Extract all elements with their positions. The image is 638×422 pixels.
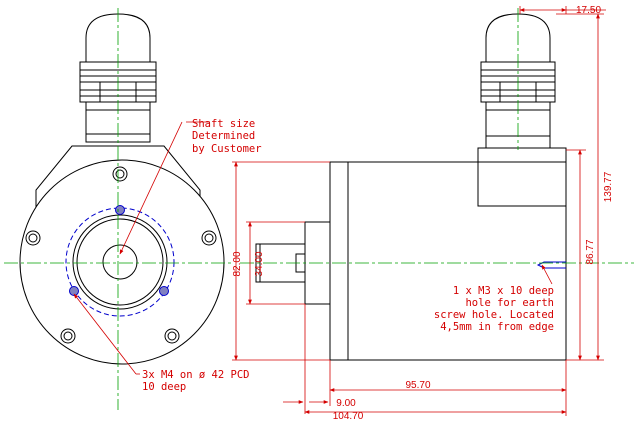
earth-note-line-2: hole for earth xyxy=(465,297,554,309)
earth-note-line-3: screw hole. Located xyxy=(434,309,554,321)
earth-note: 1 x M3 x 10 deep hole for earth screw ho… xyxy=(434,285,554,333)
shaft-note: Shaft size Determined by Customer xyxy=(192,118,262,155)
dim-104-70: 104.70 xyxy=(333,411,364,422)
shaft-note-line-2: Determined xyxy=(192,130,255,142)
front-centerlines xyxy=(4,8,234,410)
dim-95-70: 95.70 xyxy=(405,380,430,391)
earth-note-line-4: 4,5mm in from edge xyxy=(440,321,554,333)
front-hub-inner xyxy=(76,218,164,306)
dimension-lines xyxy=(73,6,606,416)
earth-note-line-1: 1 x M3 x 10 deep xyxy=(453,285,554,297)
m4-holes xyxy=(69,205,169,296)
dim-82-00: 82.00 xyxy=(232,251,243,276)
front-view xyxy=(19,13,225,365)
dim-9-00: 9.00 xyxy=(336,398,356,409)
dim-86-77: 86.77 xyxy=(585,239,596,264)
hole-note-line-2: 10 deep xyxy=(142,381,186,393)
earth-screw-hole xyxy=(536,261,566,269)
hole-note: 3x M4 on ø 42 PCD 10 deep xyxy=(142,369,249,393)
pcd-hidden-circle xyxy=(65,207,175,317)
dim-139-77: 139.77 xyxy=(603,171,614,202)
dim-17-50: 17.50 xyxy=(576,5,601,16)
hole-note-line-1: 3x M4 on ø 42 PCD xyxy=(142,369,249,381)
dim-34-00: 34.00 xyxy=(254,251,265,276)
side-centerline xyxy=(240,8,634,264)
shaft-note-line-3: by Customer xyxy=(192,143,262,155)
dimension-texts: 17.50 139.77 86.77 82.00 34.00 95.70 9.0… xyxy=(232,5,614,422)
mounting-holes xyxy=(25,166,217,344)
side-flange xyxy=(329,161,349,361)
front-shaft-boss xyxy=(102,244,138,280)
front-housing-circle xyxy=(19,159,225,365)
side-connector-block xyxy=(477,147,567,207)
shaft-note-line-1: Shaft size xyxy=(192,118,255,130)
